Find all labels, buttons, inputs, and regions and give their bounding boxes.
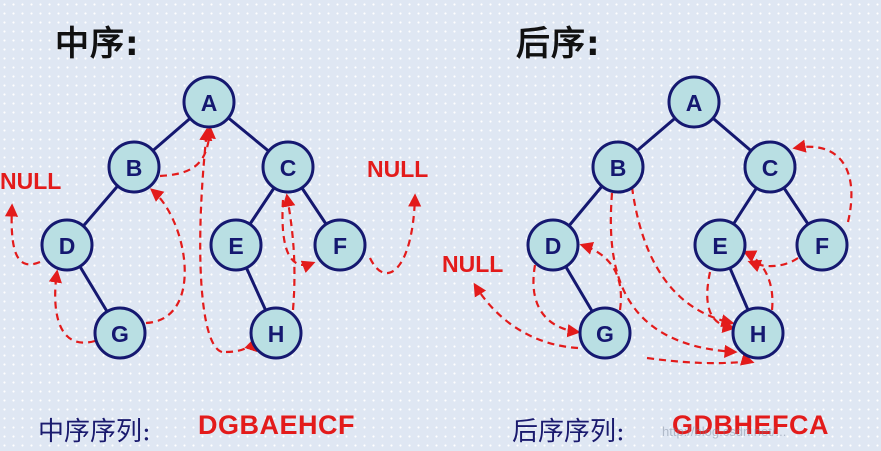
node-label: D xyxy=(59,233,76,259)
inorder-arrow-g-b xyxy=(145,188,186,325)
postorder-sequence-value: GDBHEFCA xyxy=(672,410,829,440)
inorder-null-left-label: NULL xyxy=(0,168,62,194)
postorder-arrow-e-h xyxy=(706,271,736,334)
postorder-nodes: A B C D E F G H xyxy=(526,75,849,360)
node-label: G xyxy=(596,321,614,347)
postorder-arrow-b-h xyxy=(609,192,738,358)
inorder-arrow-a-e xyxy=(199,127,223,354)
postorder-sequence-label: 后序序列: xyxy=(512,417,625,447)
postorder-tree: A B C D E F G H xyxy=(473,75,853,366)
inorder-traversal-arrows xyxy=(4,125,422,354)
inorder-node-f: F xyxy=(313,218,367,272)
postorder-null-label: NULL xyxy=(442,251,504,277)
postorder-heading: 后序: xyxy=(516,24,601,64)
node-label: C xyxy=(280,155,297,181)
postorder-arrow-h-b xyxy=(646,352,755,366)
node-label: A xyxy=(686,90,703,116)
postorder-arrow-null-g xyxy=(473,282,579,350)
inorder-nodes: A B C D E F G H xyxy=(40,75,367,360)
node-label: H xyxy=(268,321,285,347)
inorder-arrow-b-a xyxy=(159,125,216,178)
inorder-heading: 中序: xyxy=(55,24,140,64)
node-label: H xyxy=(750,321,767,347)
inorder-node-c: C xyxy=(261,140,315,194)
node-label: D xyxy=(545,233,562,259)
postorder-node-e: E xyxy=(693,218,747,272)
postorder-node-g: G xyxy=(578,306,632,360)
node-label: F xyxy=(815,233,829,259)
inorder-arrow-f-null xyxy=(369,193,422,275)
inorder-node-b: B xyxy=(107,140,161,194)
postorder-arrow-f-c xyxy=(792,139,853,223)
node-label: G xyxy=(111,321,129,347)
postorder-node-d: D xyxy=(526,218,580,272)
node-label: B xyxy=(610,155,627,181)
postorder-arrow-d-g xyxy=(532,264,581,338)
node-label: E xyxy=(712,233,727,259)
postorder-arrow-h-e xyxy=(742,250,774,311)
inorder-edges xyxy=(65,100,342,334)
inorder-arrow-e-h xyxy=(225,337,257,354)
inorder-sequence-value: DGBAEHCF xyxy=(198,410,355,440)
postorder-node-h: H xyxy=(731,306,785,360)
postorder-node-a: A xyxy=(667,75,721,129)
inorder-arrow-c-f xyxy=(281,199,316,273)
node-label: A xyxy=(201,90,218,116)
inorder-node-h: H xyxy=(249,306,303,360)
postorder-node-c: C xyxy=(743,140,797,194)
node-label: F xyxy=(333,233,347,259)
inorder-null-right-label: NULL xyxy=(367,156,429,182)
inorder-arrow-d-null xyxy=(4,203,41,266)
inorder-node-d: D xyxy=(40,218,94,272)
inorder-tree: A B C D E F G H xyxy=(4,75,422,360)
inorder-arrow-h-c xyxy=(282,193,296,311)
postorder-node-f: F xyxy=(795,218,849,272)
node-label: E xyxy=(228,233,243,259)
node-label: B xyxy=(126,155,143,181)
watermark: http://blog.csdn.net/... xyxy=(662,424,787,439)
postorder-traversal-arrows xyxy=(473,139,853,366)
inorder-node-g: G xyxy=(93,306,147,360)
postorder-arrow-f-e xyxy=(747,257,799,273)
postorder-arrow-b-h-inner xyxy=(630,186,735,328)
inorder-node-a: A xyxy=(182,75,236,129)
postorder-node-b: B xyxy=(591,140,645,194)
inorder-node-e: E xyxy=(209,218,263,272)
node-label: C xyxy=(762,155,779,181)
inorder-arrow-g-d xyxy=(48,269,96,344)
inorder-sequence-label: 中序序列: xyxy=(38,417,151,447)
postorder-arrow-g-d xyxy=(579,241,623,311)
postorder-edges xyxy=(551,100,824,334)
